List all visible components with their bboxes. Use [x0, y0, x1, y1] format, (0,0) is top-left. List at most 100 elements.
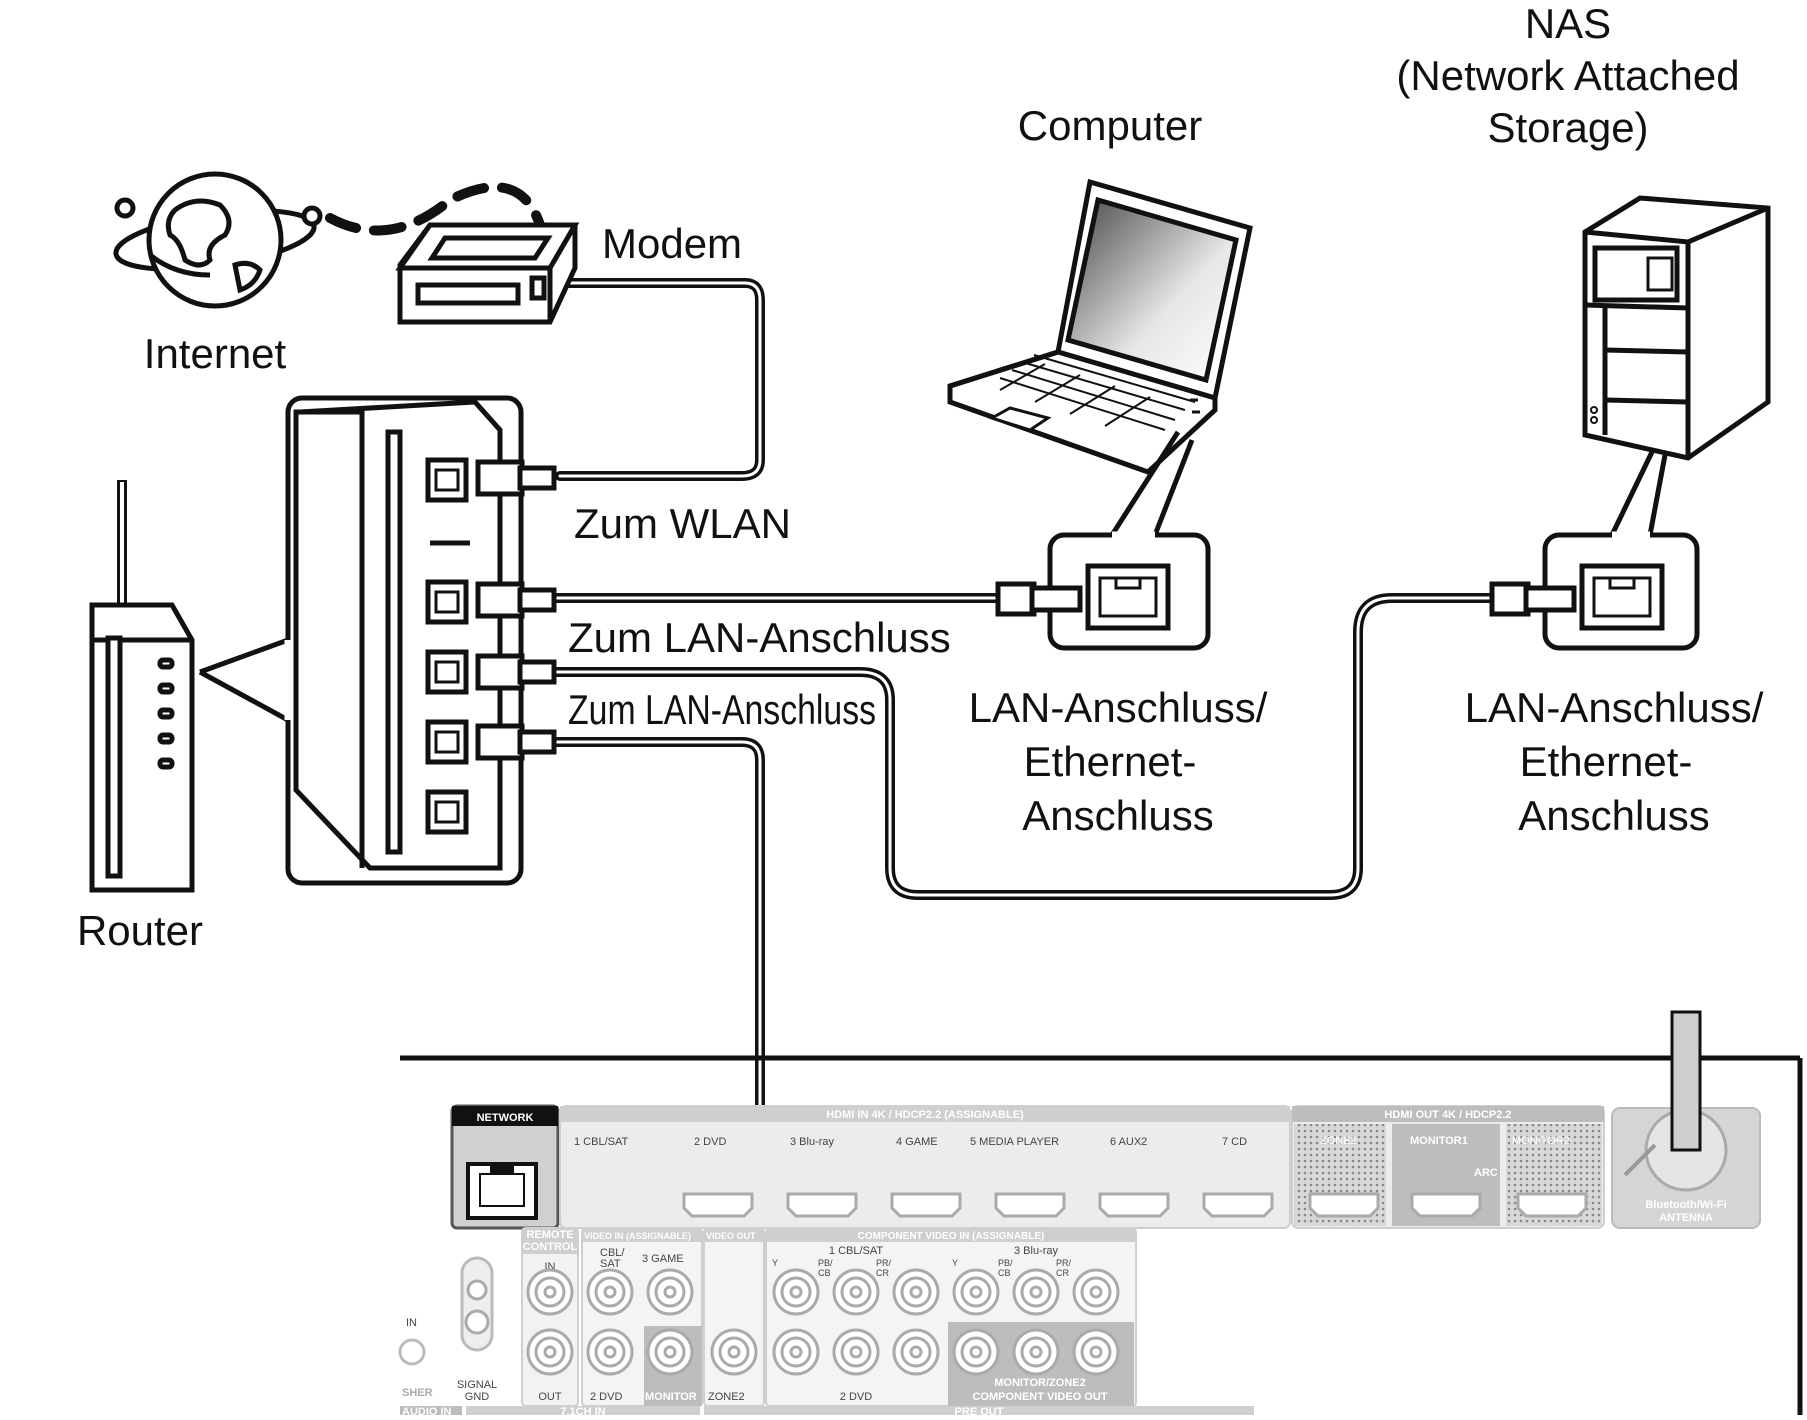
- video-out-zone2-label: ZONE2: [708, 1391, 745, 1403]
- component-y-label: Y: [772, 1258, 778, 1268]
- component-pr-label: CR: [876, 1268, 889, 1278]
- network-label: NETWORK: [477, 1112, 534, 1124]
- antenna-icon: Bluetooth/Wi-Fi ANTENNA: [1611, 1010, 1761, 1229]
- phono-label: SHER: [402, 1387, 433, 1399]
- to-wlan-label: Zum WLAN: [574, 500, 791, 547]
- component-in-label: COMPONENT VIDEO IN (ASSIGNABLE): [858, 1231, 1045, 1242]
- internet-link-dashed: [325, 182, 545, 236]
- nas-port-label: Anschluss: [1518, 792, 1709, 839]
- component-pb-label: PB/: [998, 1258, 1013, 1268]
- rca-jack: [586, 1328, 634, 1376]
- video-in-3-label: 3 GAME: [642, 1253, 684, 1265]
- modem-icon: [395, 222, 580, 325]
- hdmi-out-section: HDMI OUT 4K / HDCP2.2 ZONE2 MONITOR1 MON…: [1291, 1105, 1605, 1229]
- nas-port-label: LAN-Anschluss/: [1465, 684, 1764, 731]
- rca-jack: [772, 1328, 820, 1376]
- video-in-label: VIDEO IN (ASSIGNABLE): [584, 1231, 691, 1241]
- signal-gnd-label: GND: [465, 1391, 490, 1403]
- router-port-1: [425, 579, 469, 625]
- rca-jacks: [526, 1268, 1120, 1376]
- computer-icon: [947, 178, 1253, 537]
- hdmi-out-port-label: ZONE2: [1320, 1135, 1357, 1147]
- to-lan-label: Zum LAN-Anschluss: [568, 614, 951, 661]
- component-pr-label: CR: [1056, 1268, 1069, 1278]
- hdmi-in-port-label: 1 CBL/SAT: [574, 1136, 628, 1148]
- plug-lan-2: [475, 653, 525, 691]
- rca-jack: [892, 1268, 940, 1316]
- component-pr-label: PR/: [1056, 1258, 1072, 1268]
- rca-jack: [1012, 1328, 1060, 1376]
- component-out-label: COMPONENT VIDEO OUT: [972, 1391, 1107, 1403]
- component-out-label: MONITOR/ZONE2: [994, 1377, 1085, 1389]
- computer-label: Computer: [1018, 102, 1202, 149]
- receiver-rear-panel: Bluetooth/Wi-Fi ANTENNA NETWORK HDMI IN …: [398, 1010, 1803, 1418]
- hdmi-in-port-label: 4 GAME: [896, 1136, 938, 1148]
- rca-jack: [526, 1328, 574, 1376]
- hdmi-out-port-label: MONITOR2: [1512, 1135, 1570, 1147]
- plug-lan-3: [475, 723, 525, 761]
- rca-jack: [1012, 1268, 1060, 1316]
- hdmi-out-port-label: MONITOR1: [1410, 1135, 1468, 1147]
- rca-jack: [646, 1328, 694, 1376]
- plug-wlan: [475, 459, 525, 497]
- antenna-label: Bluetooth/Wi-Fi: [1645, 1199, 1726, 1211]
- component-y-label: Y: [952, 1258, 958, 1268]
- lower-connector-row: SIGNAL GND IN REMOTE CONTROL IN OUT VIDE…: [398, 1227, 1254, 1418]
- rca-jack: [952, 1268, 1000, 1316]
- internet-label: Internet: [144, 330, 287, 377]
- internet-globe-icon: [113, 171, 323, 309]
- nas-port-label: Ethernet-: [1520, 738, 1693, 785]
- router-port-wlan: [425, 457, 469, 503]
- antenna-label: ANTENNA: [1659, 1212, 1713, 1224]
- arc-label: ARC: [1474, 1167, 1498, 1179]
- remote-label: REMOTE: [526, 1229, 573, 1241]
- hdmi-in-port-label: 7 CD: [1222, 1136, 1247, 1148]
- component-pb-label: PB/: [818, 1258, 833, 1268]
- video-in-2-label: 2 DVD: [590, 1391, 622, 1403]
- nas-label: NAS: [1525, 0, 1611, 47]
- rca-jack: [832, 1268, 880, 1316]
- hdmi-in-port-label: 5 MEDIA PLAYER: [970, 1136, 1059, 1148]
- rca-jack: [586, 1268, 634, 1316]
- labels: NAS (Network Attached Storage) Computer …: [77, 0, 1764, 954]
- computer-port-callout: [1047, 531, 1211, 651]
- nas-label: Storage): [1487, 104, 1648, 151]
- remote-in-label: IN: [545, 1261, 556, 1273]
- rca-jack: [646, 1268, 694, 1316]
- router-port-3: [425, 719, 469, 765]
- router-icon: [89, 480, 290, 893]
- computer-port-label: Anschluss: [1022, 792, 1213, 839]
- hdmi-in-port-label: 2 DVD: [694, 1136, 726, 1148]
- rca-jack: [892, 1328, 940, 1376]
- signal-gnd-label: SIGNAL: [457, 1379, 497, 1391]
- rca-jack: [1072, 1328, 1120, 1376]
- router-port-4: [425, 789, 469, 835]
- router-port-2: [425, 649, 469, 695]
- pre-out-label: PRE OUT: [955, 1406, 1004, 1415]
- audio-in-label: AUDIO IN: [402, 1406, 452, 1415]
- rca-jack: [710, 1328, 758, 1376]
- ch71-in-label: 7.1CH IN: [560, 1406, 605, 1415]
- nas-icon: [1582, 195, 1771, 537]
- component-pb-label: CB: [818, 1268, 831, 1278]
- hdmi-in-port-label: 3 Blu-ray: [790, 1136, 835, 1148]
- component-pr-label: PR/: [876, 1258, 892, 1268]
- rca-jack: [832, 1328, 880, 1376]
- cables: [325, 182, 1497, 1188]
- rca-jack: [772, 1268, 820, 1316]
- computer-port-label: LAN-Anschluss/: [969, 684, 1268, 731]
- rca-jack: [526, 1268, 574, 1316]
- router-plugs: [475, 459, 557, 761]
- rca-jack: [1072, 1268, 1120, 1316]
- remote-out-label: OUT: [538, 1391, 562, 1403]
- hdmi-in-label: HDMI IN 4K / HDCP2.2 (ASSIGNABLE): [826, 1109, 1024, 1121]
- hdmi-out-label: HDMI OUT 4K / HDCP2.2: [1384, 1109, 1511, 1121]
- video-out-label: VIDEO OUT: [706, 1231, 756, 1241]
- component-pb-label: CB: [998, 1268, 1011, 1278]
- cable-modem-router: [548, 278, 765, 481]
- nas-plug: [1489, 581, 1577, 617]
- hdmi-in-port-label: 6 AUX2: [1110, 1136, 1147, 1148]
- component-3-label: 3 Blu-ray: [1014, 1245, 1059, 1257]
- rca-jack: [952, 1328, 1000, 1376]
